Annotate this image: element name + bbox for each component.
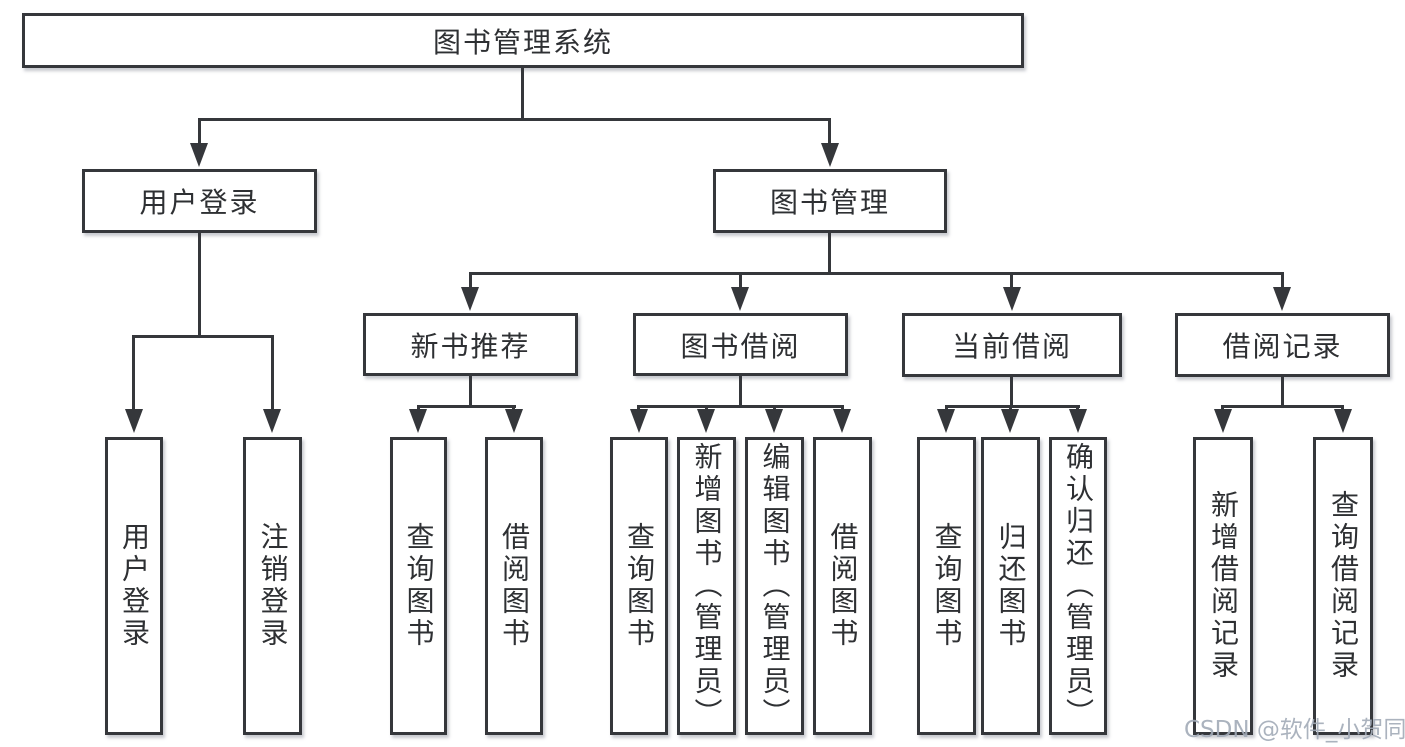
connector-stem: [469, 272, 472, 289]
node-current-borrow: 当前借阅: [902, 313, 1122, 377]
connector-new-book-vline: [469, 376, 472, 407]
connector-stem: [271, 335, 274, 411]
leaf-user-login: 用户登录: [105, 437, 163, 735]
node-book-management: 图书管理: [713, 169, 947, 233]
leaf-return-books: 归还图书: [981, 437, 1040, 735]
connector-stem: [828, 118, 831, 146]
node-label: 查询图书: [623, 522, 656, 650]
arrow-down-icon: [263, 409, 281, 433]
arrow-down-icon: [697, 409, 715, 433]
connector-stem: [1281, 272, 1284, 289]
arrow-down-icon: [1001, 409, 1019, 433]
connector-book-mgmt-vline: [828, 233, 831, 274]
node-label: 查询图书: [402, 522, 436, 650]
arrow-down-icon: [1214, 409, 1232, 433]
connector-stem: [1076, 405, 1079, 411]
connector-borrow-records-bar: [1221, 405, 1344, 408]
arrow-down-icon: [190, 143, 208, 167]
connector-user-login-vline: [198, 233, 201, 337]
arrow-down-icon: [409, 409, 427, 433]
leaf-query-borrow-record: 查询借阅记录: [1313, 437, 1373, 735]
connector-root-bar: [198, 118, 831, 121]
node-label: 用户登录: [118, 522, 151, 650]
arrow-down-icon: [1334, 409, 1352, 433]
connector-stem: [512, 405, 515, 411]
node-label: 图书管理系统: [432, 25, 613, 59]
node-label: 新书推荐: [410, 329, 531, 363]
node-label: 查询图书: [930, 522, 964, 650]
connector-stem: [945, 405, 948, 411]
node-new-book-recommend: 新书推荐: [363, 313, 578, 376]
connector-stem: [773, 405, 776, 411]
node-label: 查询借阅记录: [1327, 490, 1360, 682]
node-label: 借阅记录: [1222, 330, 1343, 363]
arrow-down-icon: [125, 409, 143, 433]
arrow-down-icon: [765, 409, 783, 433]
leaf-edit-books-admin: 编辑图书（管理员）: [745, 437, 804, 735]
connector-user-login-bar: [132, 335, 274, 338]
connector-stem: [841, 405, 844, 411]
arrow-down-icon: [1069, 409, 1087, 433]
connector-new-book-bar: [417, 405, 516, 408]
node-user-login: 用户登录: [82, 169, 317, 233]
connector-current-borrow-vline: [1010, 377, 1013, 407]
node-label: 用户登录: [139, 186, 260, 219]
leaf-borrow-books: 借阅图书: [813, 437, 872, 735]
arrow-down-icon: [461, 287, 479, 311]
arrow-down-icon: [630, 409, 648, 433]
arrow-down-icon: [731, 287, 749, 311]
node-borrow-records: 借阅记录: [1175, 313, 1390, 377]
connector-root-vline: [521, 68, 524, 120]
arrow-down-icon: [1273, 287, 1291, 311]
connector-stem: [1009, 405, 1012, 411]
connector-stem: [417, 405, 420, 411]
connector-current-borrow-bar: [945, 405, 1080, 408]
connector-stem: [739, 272, 742, 289]
node-label: 确认归还（管理员）: [1062, 442, 1095, 730]
connector-stem: [1341, 405, 1344, 411]
leaf-borrow-books-recommend: 借阅图书: [485, 437, 543, 735]
connector-book-borrow-bar: [637, 405, 844, 408]
node-label: 新增借阅记录: [1207, 490, 1240, 682]
node-label: 借阅图书: [826, 522, 860, 650]
connector-book-mgmt-bar: [469, 272, 1284, 275]
leaf-query-books-recommend: 查询图书: [390, 437, 447, 735]
node-label: 借阅图书: [498, 522, 531, 650]
leaf-add-books-admin: 新增图书（管理员）: [677, 437, 736, 735]
leaf-query-books-current: 查询图书: [917, 437, 976, 735]
node-label: 新增图书（管理员）: [690, 442, 724, 730]
node-label: 注销登录: [256, 522, 290, 650]
connector-stem: [705, 405, 708, 411]
leaf-logout: 注销登录: [243, 437, 302, 735]
connector-stem: [1221, 405, 1224, 411]
leaf-query-books-borrow: 查询图书: [610, 437, 668, 735]
arrow-down-icon: [833, 409, 851, 433]
connector-book-borrow-vline: [739, 376, 742, 407]
arrow-down-icon: [1003, 287, 1021, 311]
arrow-down-icon: [821, 143, 839, 167]
connector-stem: [1010, 272, 1013, 289]
node-label: 图书管理: [769, 186, 890, 219]
arrow-down-icon: [937, 409, 955, 433]
node-library-management-system: 图书管理系统: [22, 13, 1024, 68]
connector-stem: [637, 405, 640, 411]
connector-stem: [198, 118, 201, 146]
node-label: 图书借阅: [680, 329, 801, 363]
connector-borrow-records-vline: [1281, 377, 1284, 407]
csdn-watermark: CSDN @软件_小贺同学: [1184, 717, 1405, 743]
node-label: 编辑图书（管理员）: [758, 442, 792, 730]
arrow-down-icon: [505, 409, 523, 433]
connector-stem: [132, 335, 135, 411]
leaf-confirm-return-admin: 确认归还（管理员）: [1049, 437, 1107, 735]
node-label: 当前借阅: [951, 330, 1072, 363]
node-book-borrow: 图书借阅: [633, 313, 848, 376]
node-label: 归还图书: [994, 522, 1028, 650]
leaf-add-borrow-record: 新增借阅记录: [1193, 437, 1253, 735]
